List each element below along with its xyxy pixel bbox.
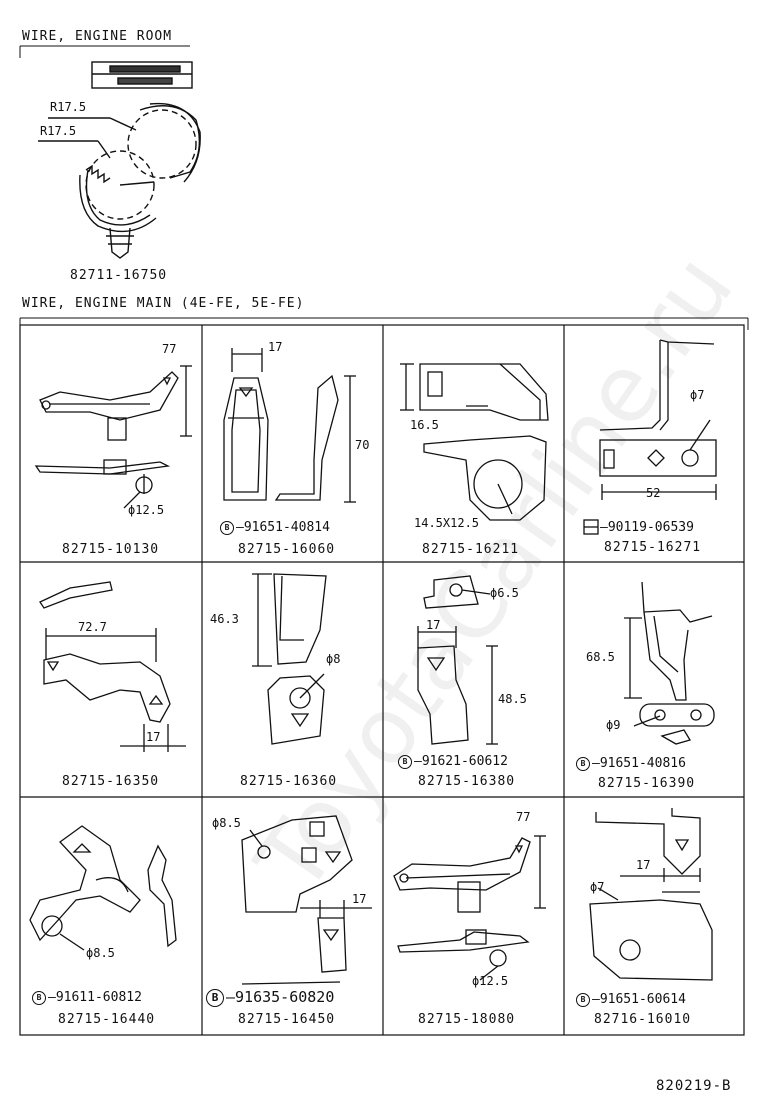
part-number-cell-3: 82715-16211: [422, 542, 520, 557]
bolt-mark-icon: B: [398, 754, 412, 769]
dim-hole-7: ϕ7: [590, 880, 605, 894]
dim-r17-5-top: R17.5: [50, 100, 87, 114]
bolt-callout-cell-10: B—91635-60820: [206, 988, 334, 1007]
bolt-mark-icon: B: [206, 988, 224, 1007]
dim-hole-8-5: ϕ8.5: [212, 816, 241, 830]
bolt-callout-cell-12: B—91651-60614: [576, 992, 686, 1007]
dim-hole-7: ϕ7: [690, 388, 705, 402]
dim-46-3: 46.3: [210, 612, 239, 626]
bolt-mark-icon: B: [220, 520, 234, 535]
bolt-callout-cell-8: B—91651-40816: [576, 756, 686, 771]
part-number-cell-8: 82715-16390: [598, 776, 696, 791]
part-number-cell-10: 82715-16450: [238, 1012, 336, 1027]
dim-68-5: 68.5: [586, 650, 615, 664]
dim-77: 77: [516, 810, 531, 824]
dim-hole-12-5: ϕ12.5: [472, 974, 509, 988]
bolt-mark-icon: B: [576, 992, 590, 1007]
dim-52: 52: [646, 486, 661, 500]
bolt-number: 91651-40816: [599, 756, 686, 771]
dim-70: 70: [355, 438, 370, 452]
bolt-mark-icon: B: [576, 756, 590, 771]
part-number-cell-7: 82715-16380: [418, 774, 516, 789]
dim-17: 17: [636, 858, 651, 872]
part-number-cell-2: 82715-16060: [238, 542, 336, 557]
bolt-number: 91651-60614: [599, 992, 686, 1007]
section-title-engine-room: WIRE, ENGINE ROOM: [22, 29, 173, 44]
bolt-number: 91621-60612: [421, 754, 508, 769]
bolt-number: 91611-60812: [55, 990, 142, 1005]
bolt-callout-cell-7: B—91621-60612: [398, 754, 508, 769]
bolt-callout-cell-2: B—91651-40814: [220, 520, 330, 535]
bolt-number: 90119-06539: [607, 520, 694, 535]
dim-77: 77: [162, 342, 177, 356]
bolt-number: 91635-60820: [235, 988, 335, 1006]
dim-17: 17: [352, 892, 367, 906]
part-number-cell-5: 82715-16350: [62, 774, 160, 789]
bolt-mark-icon: B: [32, 990, 46, 1005]
part-number-cell-12: 82716-16010: [594, 1012, 692, 1027]
dim-hole-6-5: ϕ6.5: [490, 586, 519, 600]
part-number-82711: 82711-16750: [70, 268, 168, 283]
dim-17: 17: [146, 730, 161, 744]
part-number-cell-4: 82715-16271: [604, 540, 702, 555]
part-number-cell-6: 82715-16360: [240, 774, 338, 789]
bolt-callout-cell-9: B—91611-60812: [32, 990, 142, 1005]
part-number-cell-1: 82715-10130: [62, 542, 160, 557]
dim-17: 17: [268, 340, 283, 354]
part-number-cell-9: 82715-16440: [58, 1012, 156, 1027]
bolt-callout-cell-4: —90119-06539: [600, 520, 694, 535]
bolt-number: 91651-40814: [243, 520, 330, 535]
diagram-code: 820219-B: [656, 1078, 732, 1094]
dim-17: 17: [426, 618, 441, 632]
part-number-cell-11: 82715-18080: [418, 1012, 516, 1027]
dim-hole-8-5: ϕ8.5: [86, 946, 115, 960]
dim-hole-9: ϕ9: [606, 718, 621, 732]
dim-16-5: 16.5: [410, 418, 439, 432]
dim-r17-5-lower: R17.5: [40, 124, 77, 138]
dim-hole-8: ϕ8: [326, 652, 341, 666]
dim-14-5x12-5: 14.5X12.5: [414, 516, 480, 530]
dim-hole-12-5: ϕ12.5: [128, 503, 165, 517]
section-title-engine-main: WIRE, ENGINE MAIN (4E-FE, 5E-FE): [22, 296, 305, 311]
dim-72-7: 72.7: [78, 620, 107, 634]
dim-48-5: 48.5: [498, 692, 527, 706]
